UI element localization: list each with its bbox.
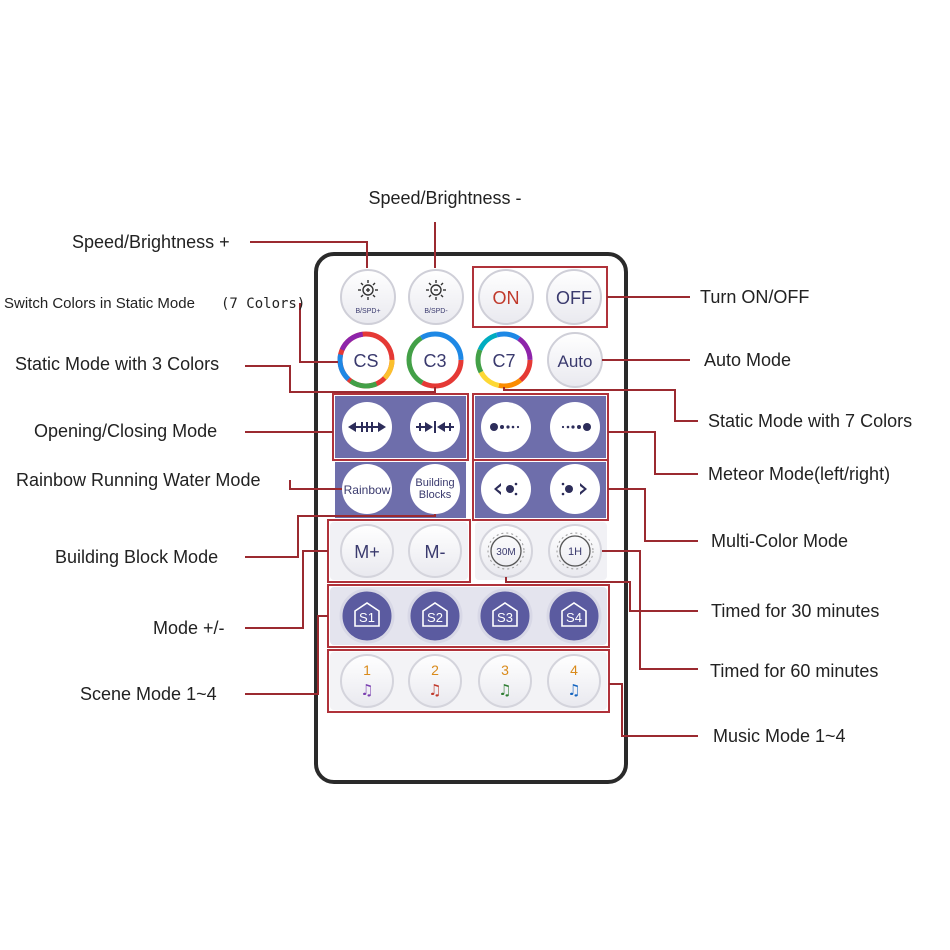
music-note-icon: ♫	[498, 681, 511, 699]
label-multi-color-mode: Multi-Color Mode	[711, 531, 848, 551]
c7-label: C7	[492, 351, 515, 371]
label-building-block-mode: Building Block Mode	[55, 547, 218, 567]
opening-button[interactable]	[342, 402, 392, 452]
on-button[interactable]: ON	[478, 269, 534, 325]
speed-minus-sublabel: B/SPD-	[424, 308, 448, 315]
timer-1h-button[interactable]: 1H	[548, 524, 602, 578]
house-icon	[561, 602, 587, 627]
music-4-number: 4	[570, 662, 578, 678]
label-mode-plus-minus: Mode +/-	[153, 618, 225, 638]
rainbow-button[interactable]: Rainbow	[342, 464, 392, 514]
mode-minus-label: M-	[425, 542, 446, 562]
auto-button[interactable]: Auto	[547, 332, 603, 388]
cs-button[interactable]: CS	[337, 331, 395, 389]
building-label-line1: Building	[415, 477, 454, 489]
label-scene-mode: Scene Mode 1~4	[80, 684, 217, 704]
leader-lines	[245, 222, 698, 737]
timer-30m-label: 30M	[496, 547, 515, 558]
label-speed-brightness-plus: Speed/Brightness +	[72, 232, 230, 252]
label-switch-colors-static-suffix: (7 Colors)	[221, 296, 305, 312]
mode-plus-button[interactable]: M+	[340, 524, 394, 578]
multicolor-right-button[interactable]	[550, 464, 600, 514]
music-3-number: 3	[501, 662, 509, 678]
clock-icon	[559, 535, 591, 567]
timer-30m-button[interactable]: 30M	[479, 524, 533, 578]
music-1-number: 1	[363, 662, 371, 678]
off-button[interactable]: OFF	[546, 269, 602, 325]
box-music	[327, 649, 610, 713]
label-rainbow-running-water: Rainbow Running Water Mode	[16, 470, 260, 490]
label-static-7-colors: Static Mode with 7 Colors	[708, 411, 912, 431]
label-timed-60: Timed for 60 minutes	[710, 661, 878, 681]
music-4-button[interactable]: 4 ♫	[547, 654, 601, 708]
scene-s4-label: S4	[566, 610, 582, 625]
music-3-button[interactable]: 3 ♫	[478, 654, 532, 708]
chevron-left-dot-icon	[494, 482, 518, 496]
label-music-mode: Music Mode 1~4	[713, 726, 846, 746]
sun-plus-icon	[358, 280, 378, 300]
scene-s4-button[interactable]: S4	[546, 588, 602, 644]
meteor-left-button[interactable]	[481, 402, 531, 452]
meteor-right-icon	[561, 423, 591, 431]
house-icon	[422, 602, 448, 627]
mode-plus-label: M+	[354, 542, 380, 562]
music-note-icon: ♫	[360, 681, 373, 699]
arrows-out-icon	[348, 422, 386, 432]
c7-button[interactable]: C7	[475, 331, 533, 389]
c3-label: C3	[423, 351, 446, 371]
scene-s2-label: S2	[427, 610, 443, 625]
label-speed-brightness-minus: Speed/Brightness -	[368, 188, 521, 208]
building-blocks-button[interactable]: Building Blocks	[410, 464, 460, 514]
closing-button[interactable]	[410, 402, 460, 452]
music-1-button[interactable]: 1 ♫	[340, 654, 394, 708]
on-label: ON	[493, 288, 520, 308]
sun-minus-icon	[426, 280, 446, 300]
house-icon	[492, 602, 518, 627]
scene-s1-label: S1	[359, 610, 375, 625]
label-turn-on-off: Turn ON/OFF	[700, 287, 809, 307]
clock-icon	[490, 535, 522, 567]
auto-label: Auto	[558, 352, 593, 371]
speed-plus-sublabel: B/SPD+	[355, 308, 380, 315]
music-2-number: 2	[431, 662, 439, 678]
box-opening	[332, 393, 469, 461]
building-label-line2: Blocks	[419, 489, 452, 501]
scene-s3-label: S3	[497, 610, 513, 625]
chevron-right-dot-icon	[561, 482, 587, 496]
speed-minus-button[interactable]: B/SPD-	[408, 269, 464, 325]
scene-s2-button[interactable]: S2	[407, 588, 463, 644]
cs-label: CS	[353, 351, 378, 371]
music-2-button[interactable]: 2 ♫	[408, 654, 462, 708]
timer-1h-label: 1H	[568, 546, 582, 558]
multicolor-left-button[interactable]	[481, 464, 531, 514]
scene-s1-button[interactable]: S1	[339, 588, 395, 644]
panel-scene	[330, 587, 607, 645]
meteor-right-button[interactable]	[550, 402, 600, 452]
music-note-icon: ♫	[567, 681, 580, 699]
speed-plus-button[interactable]: B/SPD+	[340, 269, 396, 325]
music-note-icon: ♫	[428, 681, 441, 699]
rainbow-label: Rainbow	[344, 483, 391, 497]
label-timed-30: Timed for 30 minutes	[711, 601, 879, 621]
label-auto-mode: Auto Mode	[704, 350, 791, 370]
label-opening-closing: Opening/Closing Mode	[34, 421, 217, 441]
scene-s3-button[interactable]: S3	[477, 588, 533, 644]
label-static-3-colors: Static Mode with 3 Colors	[15, 354, 219, 374]
label-meteor-mode: Meteor Mode(left/right)	[708, 464, 890, 484]
house-icon	[354, 602, 380, 627]
panel-music	[330, 652, 607, 710]
arrows-in-icon	[416, 421, 454, 433]
mode-minus-button[interactable]: M-	[408, 524, 462, 578]
c3-button[interactable]: C3	[406, 331, 464, 389]
off-label: OFF	[556, 288, 592, 308]
label-switch-colors-static: Switch Colors in Static Mode	[4, 295, 195, 312]
meteor-left-icon	[490, 423, 520, 431]
